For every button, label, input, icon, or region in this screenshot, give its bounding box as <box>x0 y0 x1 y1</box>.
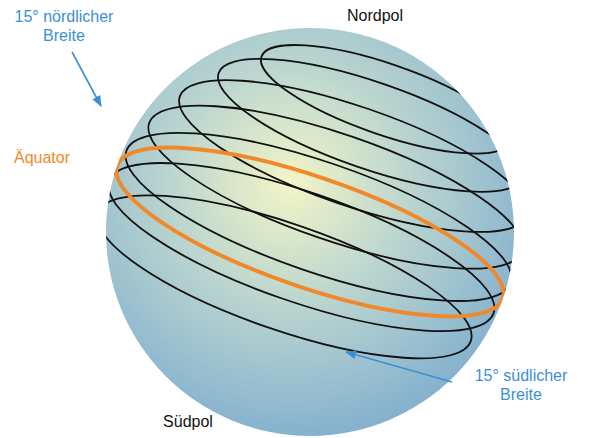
latitude-label: 15° südlicher Breite <box>452 366 590 404</box>
latitude-label: 15° nördlicher Breite <box>4 7 124 45</box>
leader-arrow <box>72 52 101 106</box>
equator-circle <box>99 114 521 351</box>
latitude-circle <box>81 162 488 391</box>
leader-arrow <box>346 352 452 382</box>
pole-label: Südpol <box>148 412 228 431</box>
pole-label: Nordpol <box>330 6 420 25</box>
latitude-circle <box>164 50 543 263</box>
latitude-circle <box>205 32 537 219</box>
latitude-circle <box>250 23 521 175</box>
latitude-circle <box>132 73 539 302</box>
equator-label: Äquator <box>14 148 94 167</box>
latitude-circle <box>109 99 529 335</box>
latitude-circle <box>91 129 511 365</box>
latitude-circles <box>81 0 566 397</box>
